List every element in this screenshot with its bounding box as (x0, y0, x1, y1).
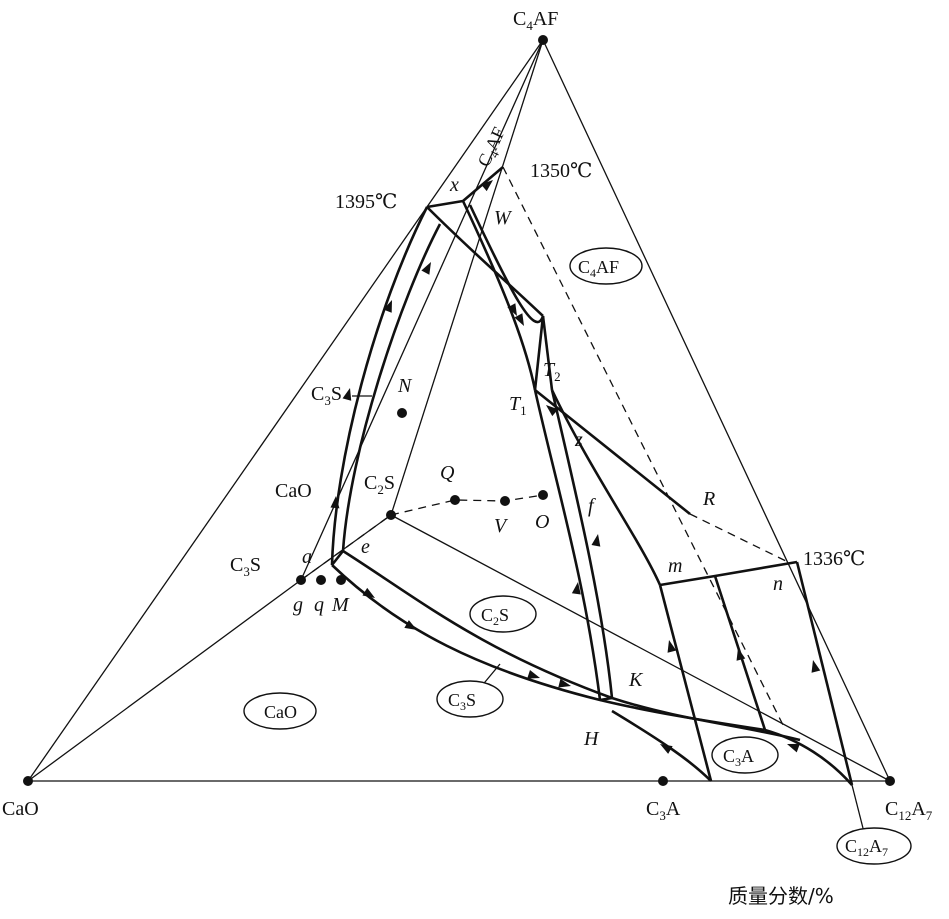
c3s-point-label: C3S (230, 554, 261, 579)
letter-e: e (361, 536, 370, 558)
letter-g: g (293, 594, 303, 616)
boundary-curves (330, 166, 854, 786)
letter-N: N (397, 375, 413, 397)
letter-f: f (588, 495, 596, 517)
phase-field-c2s: C2S (469, 595, 537, 633)
vertex-cao-label: CaO (2, 798, 39, 820)
svg-text:C4AF: C4AF (578, 257, 619, 280)
letter-n: n (773, 573, 783, 595)
letter-R: R (702, 488, 715, 510)
points (23, 35, 895, 786)
svg-text:C3A: C3A (723, 746, 754, 769)
phase-field-c3a: C3A (711, 736, 779, 774)
phase-field-c4af: C4AF (569, 247, 643, 285)
phase-field-cao: CaO (243, 692, 317, 730)
letter-T1: T1 (509, 393, 527, 418)
outer-triangle (27, 39, 891, 782)
cao-mid-label: CaO (275, 480, 312, 502)
c2s-point-label: C2S (364, 472, 395, 497)
temp-1395: 1395℃ (335, 191, 397, 213)
svg-text:CaO: CaO (264, 702, 297, 722)
axis-caption: 质量分数/% (728, 884, 834, 908)
letter-V: V (494, 515, 509, 537)
dashed-lines (300, 166, 789, 726)
letter-m: m (668, 555, 682, 577)
svg-text:C2S: C2S (481, 605, 509, 628)
letter-z: z (574, 429, 583, 451)
phase-field-c3s: C3S (436, 663, 504, 718)
vertex-c4af-label: C4AF (513, 8, 558, 33)
phase-field-c12a7: C12A7 (836, 827, 912, 865)
letter-q: q (314, 594, 324, 616)
temp-1350: 1350℃ (530, 160, 592, 182)
letter-x: x (449, 174, 459, 196)
c3s-upper-label: C3S (311, 383, 342, 408)
letter-H: H (583, 728, 600, 750)
compatibility-lines (27, 39, 891, 841)
letter-O: O (535, 511, 549, 533)
svg-text:C12A7: C12A7 (845, 836, 888, 859)
svg-text:C3S: C3S (448, 690, 476, 713)
temp-1336: 1336℃ (803, 548, 865, 570)
point-c3a-label: C3A (646, 798, 681, 823)
letter-K: K (628, 669, 644, 691)
letter-a: a (302, 546, 312, 568)
letter-M: M (331, 594, 350, 616)
letter-Q: Q (440, 462, 455, 484)
vertex-c12a7-label: C12A7 (885, 798, 933, 823)
letter-W: W (494, 207, 513, 229)
letter-T2: T2 (543, 359, 561, 384)
